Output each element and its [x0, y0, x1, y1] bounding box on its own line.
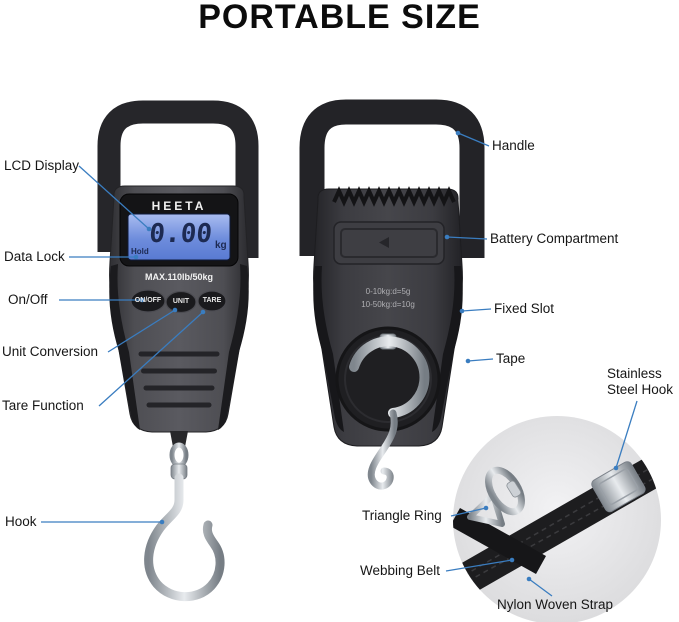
hook-mount — [170, 431, 188, 447]
callout-nylon-woven-strap: Nylon Woven Strap — [497, 597, 614, 612]
line-fixed-slot — [461, 308, 492, 312]
callout-dots — [133, 130, 619, 582]
folded-hook-shape — [349, 336, 430, 418]
callout-handle: Handle — [492, 138, 535, 153]
tare-button — [197, 290, 227, 312]
lcd-weight-value: 0.00 — [148, 219, 214, 249]
line-triangle-ring — [450, 507, 487, 517]
back-handle — [299, 99, 485, 258]
brand-logo: HEETA — [151, 199, 207, 213]
lcd-unit: kg — [215, 240, 227, 251]
front-buttons — [130, 289, 227, 314]
line-nylon-strap — [528, 578, 553, 597]
graduation-line-1: 0-10kg:d=5g — [365, 287, 411, 296]
lcd-screen — [127, 213, 231, 261]
callout-tape: Tape — [496, 351, 526, 366]
back-side-grips — [313, 266, 463, 432]
front-handle — [97, 100, 259, 258]
nylon-strap-shape — [453, 508, 546, 574]
lcd-hold-indicator: Hold — [131, 247, 149, 256]
callout-stainless-steel-hook: Stainless Steel Hook — [607, 366, 674, 397]
grip-serration — [332, 186, 456, 207]
callout-data-lock: Data Lock — [4, 249, 65, 264]
callout-webbing-belt: Webbing Belt — [360, 563, 441, 578]
graduation-line-2: 10-50kg:d=10g — [361, 300, 415, 309]
steel-hook-shape — [144, 473, 225, 602]
line-lcd-display — [78, 165, 150, 230]
line-tape — [467, 358, 494, 362]
triangle-ring-shape — [467, 492, 505, 527]
tare-button-label: TARE — [202, 297, 222, 304]
callout-battery-compartment: Battery Compartment — [490, 231, 619, 246]
battery-door-inner — [340, 228, 438, 258]
callout-lcd-display: LCD Display — [4, 158, 80, 173]
callout-triangle-ring: Triangle Ring — [362, 508, 442, 523]
callout-fixed-slot: Fixed Slot — [494, 301, 555, 316]
folded-hook-tip — [367, 409, 398, 490]
callout-unit-conversion: Unit Conversion — [2, 344, 99, 359]
back-scale — [299, 99, 485, 490]
line-stainless-hook — [615, 400, 638, 469]
front-scale — [97, 100, 259, 602]
front-side-grips — [109, 264, 249, 430]
line-battery — [446, 236, 488, 240]
page-title: PORTABLE SIZE — [198, 0, 481, 36]
line-handle — [457, 132, 490, 147]
callout-on-off: On/Off — [8, 292, 48, 307]
power-button — [130, 289, 166, 313]
unit-button-label: UNIT — [172, 298, 190, 305]
line-webbing-belt — [445, 559, 513, 572]
line-tare-function — [98, 311, 204, 407]
front-ridges — [138, 351, 220, 408]
carabiner-screw-sleeve — [506, 480, 522, 498]
callout-lines — [41, 132, 638, 597]
battery-slide-arrow-icon — [379, 237, 389, 248]
stainless-hook-plate — [591, 461, 646, 513]
line-unit-conversion — [107, 309, 176, 353]
strap-stitching — [453, 466, 659, 591]
unit-button — [165, 290, 197, 314]
front-hook — [144, 431, 225, 602]
callout-hook: Hook — [5, 514, 37, 529]
power-button-label: ON/OFF — [134, 297, 162, 304]
hook-link — [169, 442, 189, 468]
capacity-label: MAX.110lb/50kg — [144, 272, 214, 282]
strap-inset-photo — [453, 416, 661, 622]
callout-tare-function: Tare Function — [2, 398, 84, 413]
